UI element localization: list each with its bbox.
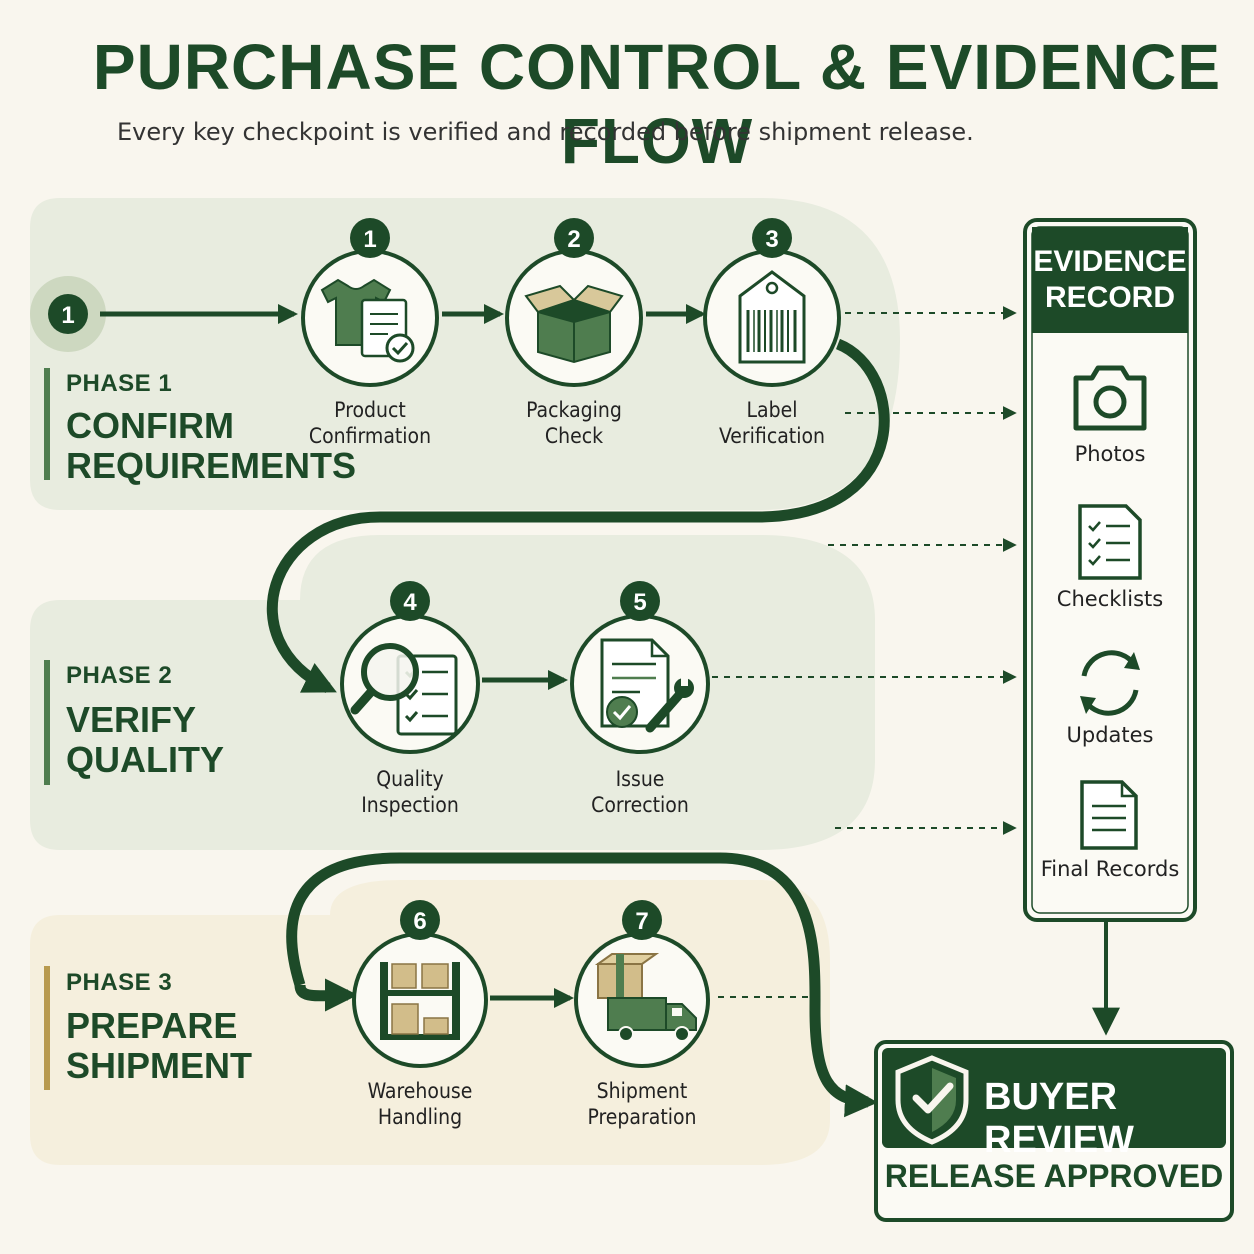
step-1-label: Product Confirmation bbox=[290, 397, 450, 449]
step-1-label-line1: Product bbox=[334, 398, 406, 422]
step-4-label-line1: Quality bbox=[376, 767, 444, 791]
step-7-label: Shipment Preparation bbox=[562, 1078, 722, 1130]
step-2-badge bbox=[554, 218, 594, 258]
phase-2-tag: PHASE 2 bbox=[66, 662, 173, 689]
step-6-label-line2: Handling bbox=[377, 1105, 463, 1129]
step-3-label: Label Verification bbox=[692, 397, 852, 449]
step-4-label: Quality Inspection bbox=[330, 766, 490, 818]
phase-2-name: VERIFY QUALITY bbox=[66, 700, 224, 780]
checklist-icon bbox=[1078, 504, 1142, 580]
step-2-label-line1: Packaging bbox=[526, 398, 622, 422]
evidence-checklists-label: Checklists bbox=[1056, 587, 1164, 611]
step-3-badge bbox=[752, 218, 792, 258]
evidence-title-line2: RECORD bbox=[1044, 281, 1175, 314]
phase-1-panel bbox=[30, 198, 900, 510]
phase-3-name-line1: PREPARE bbox=[66, 1005, 238, 1046]
release-status: RELEASE APPROVED bbox=[884, 1158, 1224, 1194]
barcode-tag-icon bbox=[738, 270, 806, 364]
step-6-number: 6 bbox=[413, 908, 426, 935]
phase-3-tag: PHASE 3 bbox=[66, 969, 173, 996]
step-5-node: 5 bbox=[570, 581, 710, 754]
phase-1-name: CONFIRM REQUIREMENTS bbox=[66, 406, 356, 486]
step-5-label: Issue Correction bbox=[560, 766, 720, 818]
phase-1-name-line2: REQUIREMENTS bbox=[66, 445, 357, 486]
step-3-number: 3 bbox=[765, 226, 778, 253]
step-1-label-line2: Confirmation bbox=[308, 424, 432, 448]
warehouse-shelf-icon bbox=[380, 962, 460, 1040]
curve-phase3-in bbox=[294, 978, 358, 1012]
step-5-label-line1: Issue bbox=[615, 767, 665, 791]
phase-3-name: PREPARE SHIPMENT bbox=[66, 1006, 252, 1086]
evidence-header-bg bbox=[1032, 227, 1188, 333]
page-title: PURCHASE CONTROL & EVIDENCE FLOW bbox=[92, 31, 1222, 177]
phase-1-accent bbox=[44, 368, 50, 480]
camera-icon bbox=[1073, 365, 1147, 431]
step-2-number: 2 bbox=[567, 226, 580, 253]
step-7-node: 7 bbox=[574, 900, 710, 1068]
step-4-badge bbox=[390, 581, 430, 621]
step-2-label: Packaging Check bbox=[494, 397, 654, 449]
shield-check-icon bbox=[895, 1055, 969, 1145]
phase-2-name-line1: VERIFY bbox=[66, 699, 197, 740]
step-6-label-line1: Warehouse bbox=[367, 1079, 473, 1103]
delivery-truck-icon bbox=[594, 953, 697, 1042]
step-5-badge bbox=[620, 581, 660, 621]
curve-phase2-to-phase3 bbox=[286, 852, 878, 1118]
evidence-updates-label: Updates bbox=[1066, 723, 1154, 747]
step-7-label-line1: Shipment bbox=[596, 1079, 688, 1103]
step-7-badge bbox=[622, 900, 662, 940]
phase-3-name-line2: SHIPMENT bbox=[66, 1045, 253, 1086]
step-4-label-line2: Inspection bbox=[361, 793, 459, 817]
evidence-links bbox=[712, 306, 1017, 998]
step-4-number: 4 bbox=[403, 589, 417, 616]
step-7-label-line2: Preparation bbox=[587, 1105, 697, 1129]
step-1-number: 1 bbox=[363, 226, 376, 253]
evidence-title-line1: EVIDENCE bbox=[1033, 245, 1187, 278]
refresh-icon bbox=[1080, 650, 1140, 716]
step-5-number: 5 bbox=[633, 589, 646, 616]
evidence-title: EVIDENCE RECORD bbox=[1032, 228, 1188, 332]
phase-1-tag: PHASE 1 bbox=[66, 370, 173, 397]
start-marker-number: 1 bbox=[61, 302, 74, 329]
phase-2-name-line2: QUALITY bbox=[66, 739, 224, 780]
step-3-label-line2: Verification bbox=[719, 424, 825, 448]
page-subtitle: Every key checkpoint is verified and rec… bbox=[117, 118, 974, 146]
start-marker bbox=[48, 294, 88, 334]
step-4-node: 4 bbox=[340, 581, 480, 754]
step-7-number: 7 bbox=[635, 908, 648, 935]
step-6-badge bbox=[400, 900, 440, 940]
evidence-final-records-label: Final Records bbox=[1040, 857, 1180, 881]
evidence-photos-label: Photos bbox=[1074, 442, 1146, 466]
phase-3-accent bbox=[44, 966, 50, 1090]
step-6-node: 6 bbox=[352, 900, 488, 1068]
open-box-icon bbox=[524, 284, 624, 364]
step-6-label: Warehouse Handling bbox=[340, 1078, 500, 1130]
document-icon bbox=[1080, 780, 1138, 850]
magnifier-checklist-icon bbox=[350, 643, 458, 736]
step-1-node: 1 bbox=[301, 218, 439, 387]
phase-2-accent bbox=[44, 660, 50, 785]
step-3-label-line1: Label bbox=[746, 398, 798, 422]
step-3-node: 3 bbox=[703, 218, 841, 387]
curve-phase1-to-phase2 bbox=[266, 338, 890, 693]
buyer-review-title: BUYER REVIEW bbox=[984, 1076, 1134, 1161]
document-wrench-icon bbox=[600, 638, 694, 733]
shirt-document-icon bbox=[320, 278, 415, 363]
step-2-label-line2: Check bbox=[544, 424, 604, 448]
phase-1-name-line1: CONFIRM bbox=[66, 405, 234, 446]
step-1-badge bbox=[350, 218, 390, 258]
step-5-label-line2: Correction bbox=[591, 793, 689, 817]
step-2-node: 2 bbox=[505, 218, 643, 387]
